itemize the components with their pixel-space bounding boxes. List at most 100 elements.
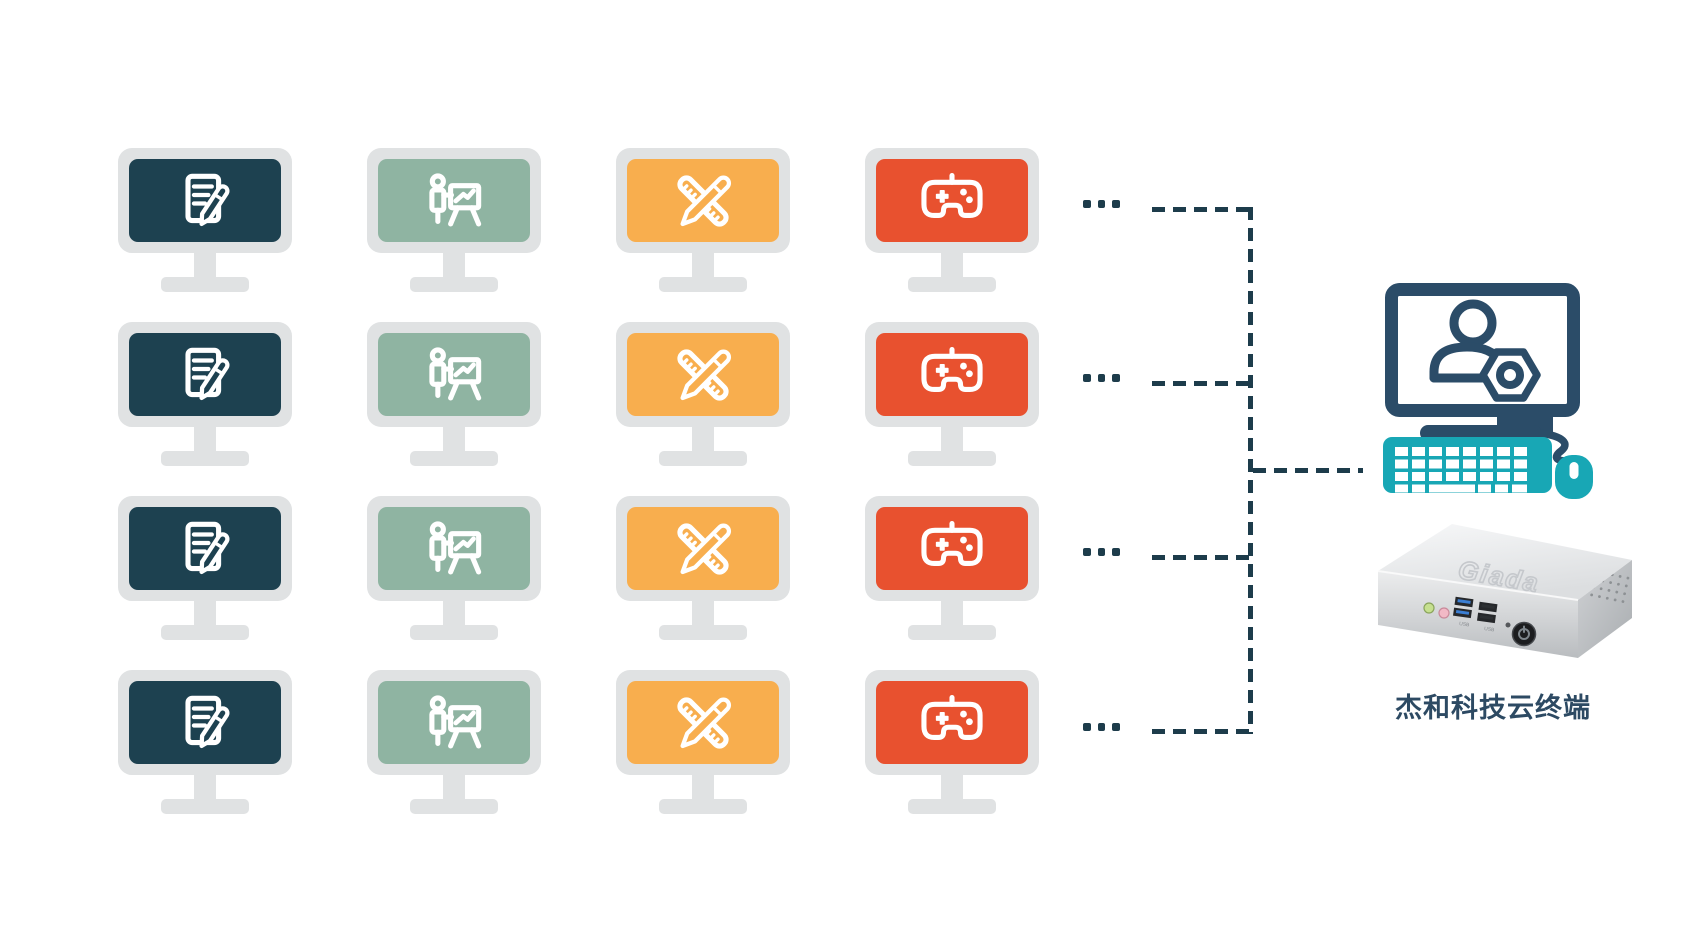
mouse-wheel xyxy=(1569,462,1579,479)
monitor-stand xyxy=(941,427,963,451)
monitor-screen xyxy=(876,681,1028,764)
monitor-base xyxy=(659,799,747,814)
presentation-icon xyxy=(420,345,488,405)
monitor-base xyxy=(659,277,747,292)
monitor-frame xyxy=(865,496,1039,601)
dashed-connector-row1 xyxy=(1152,207,1253,212)
client-monitor xyxy=(616,322,790,466)
monitor-frame xyxy=(118,322,292,427)
presentation-icon xyxy=(420,519,488,579)
audio-jack xyxy=(1423,602,1435,614)
gamepad-icon xyxy=(918,345,986,405)
monitor-frame xyxy=(616,670,790,775)
client-monitor xyxy=(865,496,1039,640)
monitor-stand xyxy=(692,427,714,451)
dashed-connector-trunk xyxy=(1248,207,1253,734)
document-edit-icon xyxy=(171,171,239,231)
monitor-frame xyxy=(616,148,790,253)
monitor-base xyxy=(908,277,996,292)
monitor-screen xyxy=(627,681,779,764)
client-monitor xyxy=(367,496,541,640)
row-ellipsis xyxy=(1083,374,1120,382)
monitor-stand xyxy=(194,253,216,277)
monitor-stand xyxy=(692,253,714,277)
monitor-base xyxy=(908,451,996,466)
monitor-frame xyxy=(616,322,790,427)
monitor-base xyxy=(908,625,996,640)
monitor-stand xyxy=(443,427,465,451)
client-monitor xyxy=(118,322,292,466)
monitor-base xyxy=(410,277,498,292)
monitor-screen xyxy=(378,159,530,242)
ruler-pencil-icon xyxy=(669,345,737,405)
monitor-frame xyxy=(865,670,1039,775)
cloud-terminal-device: Giada USB USB xyxy=(1377,524,1632,658)
usb-label: USB xyxy=(1484,626,1496,633)
monitor-frame xyxy=(865,322,1039,427)
client-monitor xyxy=(616,148,790,292)
monitor-screen xyxy=(129,159,281,242)
keyboard-keys xyxy=(1395,447,1527,493)
device-top-face xyxy=(1378,524,1632,600)
monitor-stand xyxy=(194,427,216,451)
usb-ports: USB USB xyxy=(1452,596,1498,634)
monitor-stand xyxy=(443,601,465,625)
monitor-base xyxy=(410,451,498,466)
client-monitor xyxy=(118,496,292,640)
presentation-icon xyxy=(420,171,488,231)
monitor-frame xyxy=(367,496,541,601)
dashed-connector-row2 xyxy=(1152,381,1253,386)
monitor-base xyxy=(161,799,249,814)
monitor-stand xyxy=(692,601,714,625)
monitor-screen xyxy=(129,333,281,416)
document-edit-icon xyxy=(171,693,239,753)
client-monitor xyxy=(367,148,541,292)
monitor-frame xyxy=(118,496,292,601)
monitor-frame xyxy=(865,148,1039,253)
monitor-base xyxy=(161,451,249,466)
monitor-stand xyxy=(194,775,216,799)
row-ellipsis xyxy=(1083,548,1120,556)
document-edit-icon xyxy=(171,345,239,405)
monitor-frame xyxy=(616,496,790,601)
monitor-base xyxy=(161,625,249,640)
monitor-stand xyxy=(692,775,714,799)
client-monitor xyxy=(367,322,541,466)
monitor-screen xyxy=(129,681,281,764)
row-ellipsis xyxy=(1083,723,1120,731)
monitor-base xyxy=(659,451,747,466)
monitor-stand xyxy=(941,601,963,625)
monitor-screen xyxy=(876,333,1028,416)
mic-jack xyxy=(1438,607,1450,619)
monitor-screen xyxy=(378,507,530,590)
monitor-screen xyxy=(129,507,281,590)
monitor-base xyxy=(908,799,996,814)
monitor-frame xyxy=(118,148,292,253)
monitor-base xyxy=(410,799,498,814)
user-gear-icon xyxy=(1429,299,1541,402)
monitor-screen xyxy=(627,333,779,416)
ruler-pencil-icon xyxy=(669,519,737,579)
row-ellipsis xyxy=(1083,200,1120,208)
monitor-base xyxy=(410,625,498,640)
gamepad-icon xyxy=(918,693,986,753)
client-monitor xyxy=(367,670,541,814)
monitor-stand xyxy=(194,601,216,625)
dashed-connector-row3 xyxy=(1152,555,1253,560)
dashed-connector-to-host xyxy=(1253,468,1363,473)
client-monitor xyxy=(865,148,1039,292)
client-monitor xyxy=(865,322,1039,466)
monitor-frame xyxy=(367,322,541,427)
client-monitor-grid xyxy=(118,148,1039,814)
monitor-stand xyxy=(941,775,963,799)
monitor-frame xyxy=(367,670,541,775)
power-button xyxy=(1511,621,1537,647)
monitor-stand xyxy=(941,253,963,277)
monitor-screen xyxy=(378,681,530,764)
reset-hole xyxy=(1505,622,1511,628)
client-monitor xyxy=(865,670,1039,814)
monitor-screen xyxy=(876,159,1028,242)
client-monitor xyxy=(118,670,292,814)
monitor-base xyxy=(161,277,249,292)
